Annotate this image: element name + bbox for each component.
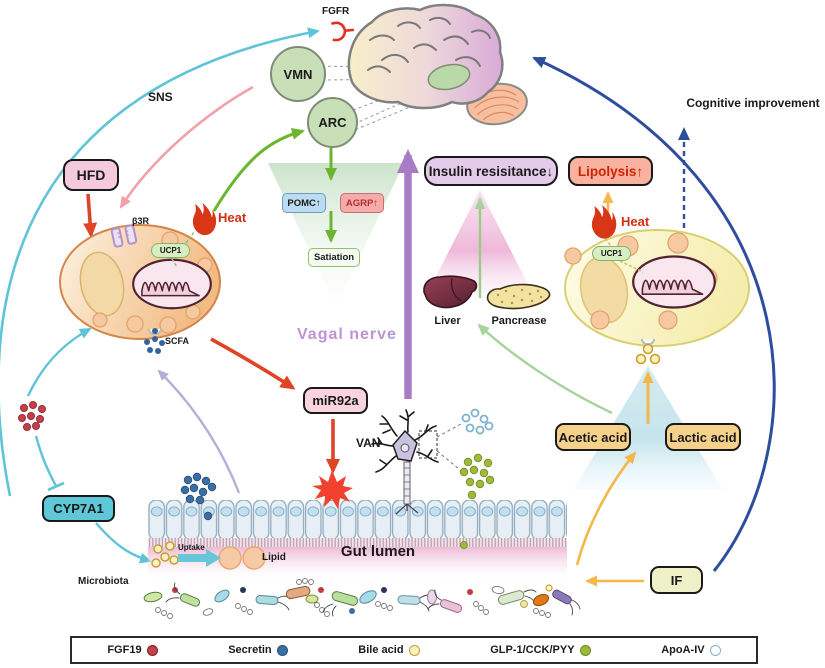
cell-to-mir92a-arrow <box>210 337 296 390</box>
legend-item-fgf19: FGF19 <box>107 644 158 656</box>
cyp7a1-to-gut-arrow <box>95 522 152 564</box>
legend-item-glp1: GLP-1/CCK/PYY <box>490 644 591 656</box>
if-to-brain-arc <box>532 56 776 572</box>
secretin-to-cell-arrow <box>157 369 241 494</box>
liver-icon <box>423 275 478 309</box>
pancrease-label: Pancrease <box>491 315 547 327</box>
fgfr-label: FGFR <box>322 6 350 17</box>
van-label: VAN <box>356 436 381 450</box>
heat-right-label: Heat <box>621 214 650 229</box>
legend-item-apoa4: ApoA-IV <box>661 644 721 656</box>
lipolysis-box: Lipolysis↑ <box>568 156 653 186</box>
secretin-dots <box>180 472 217 521</box>
fgf19-dot-icon <box>146 644 158 656</box>
lipid-label: Lipid <box>262 552 286 563</box>
cognitive-improvement-label: Cognitive improvement <box>686 96 820 110</box>
heat-to-arc-arrow <box>212 127 305 212</box>
microbiota-label: Microbiota <box>78 576 129 587</box>
secretin-dot-icon <box>276 644 288 656</box>
b3r-label: β3R <box>132 216 149 226</box>
acid-receptor-icon <box>641 338 655 346</box>
lactic-acid-box: Lactic acid <box>665 423 741 451</box>
gut-lumen-label: Gut lumen <box>340 543 416 560</box>
lipid-droplets <box>218 546 266 570</box>
ucp1-left-badge: UCP1 <box>151 243 190 258</box>
arc-nucleus: ARC <box>307 97 358 148</box>
acids-to-organs-arrow <box>477 323 613 415</box>
legend-item-bile-acid: Bile acid <box>358 644 420 656</box>
gut-epithelium <box>148 500 567 579</box>
fgf19-dots <box>17 400 47 431</box>
hfd-box: HFD <box>63 159 119 191</box>
sns-arrow <box>119 85 254 209</box>
bile-acid-dot-icon <box>408 644 420 656</box>
pancreas-icon <box>486 283 551 310</box>
microbiota-bacteria <box>143 578 581 619</box>
mir92a-box: miR92a <box>303 387 368 414</box>
vmn-nucleus: VMN <box>270 46 326 102</box>
hypothalamus <box>427 63 471 91</box>
bile-acid-dots-right <box>635 343 661 365</box>
brain-illustration <box>321 3 528 133</box>
apoa4-dots <box>461 408 494 435</box>
cerebrum <box>347 3 504 110</box>
b3r-receptor-icon <box>110 224 138 248</box>
scfa-label: SCFA <box>165 336 190 346</box>
sns-label: SNS <box>148 90 173 104</box>
mitochondria-right <box>632 255 716 309</box>
acid-triangle <box>573 366 723 490</box>
heat-left-label: Heat <box>218 210 247 225</box>
apoa4-dot-icon <box>709 644 721 656</box>
vagal-nerve-label: Vagal nerve <box>297 326 397 343</box>
glp1-dots <box>459 453 495 549</box>
if-box: IF <box>650 566 703 594</box>
pathway-arrows <box>0 27 776 587</box>
if-to-acids-arrow <box>575 451 637 566</box>
insulin-resistance-box: Insulin resisitance↓ <box>424 156 558 186</box>
fgf19-to-cell-arrow <box>26 327 92 397</box>
glp1-dot-icon <box>579 644 591 656</box>
heat-flame-left-icon <box>192 203 217 236</box>
inhibit-t-bar <box>47 481 65 492</box>
uptake-label: Uptake <box>178 543 205 552</box>
fgfr-receptor-icon <box>330 21 355 42</box>
van-neuron-icon <box>371 409 462 515</box>
fgf19-inhibit-cyp7a1-line <box>34 435 58 487</box>
agrp-box: AGRP↑ <box>340 193 384 213</box>
liver-label: Liver <box>434 315 461 327</box>
heat-flame-right-icon <box>591 205 617 239</box>
cyp7a1-box: CYP7A1 <box>42 495 115 522</box>
satiation-triangle <box>268 163 404 307</box>
mitochondria-left <box>132 258 212 310</box>
ucp1-right-badge: UCP1 <box>592 246 631 261</box>
uptake-arrow <box>178 549 221 567</box>
left-adipocyte-cell <box>59 224 221 340</box>
right-adipocyte-cell <box>564 229 750 347</box>
pomc-box: POMC↑ <box>282 193 326 213</box>
satiation-box: Satiation <box>308 248 360 267</box>
inflammation-star-icon <box>312 470 353 509</box>
legend-item-secretin: Secretin <box>228 644 288 656</box>
fgf19-to-brain-arrow <box>0 27 320 497</box>
legend: FGF19 Secretin Bile acid GLP-1/CCK/PYY A… <box>70 636 758 664</box>
hfd-arrow <box>83 193 98 238</box>
acetic-acid-box: Acetic acid <box>555 423 631 451</box>
scfa-dots <box>144 336 165 354</box>
